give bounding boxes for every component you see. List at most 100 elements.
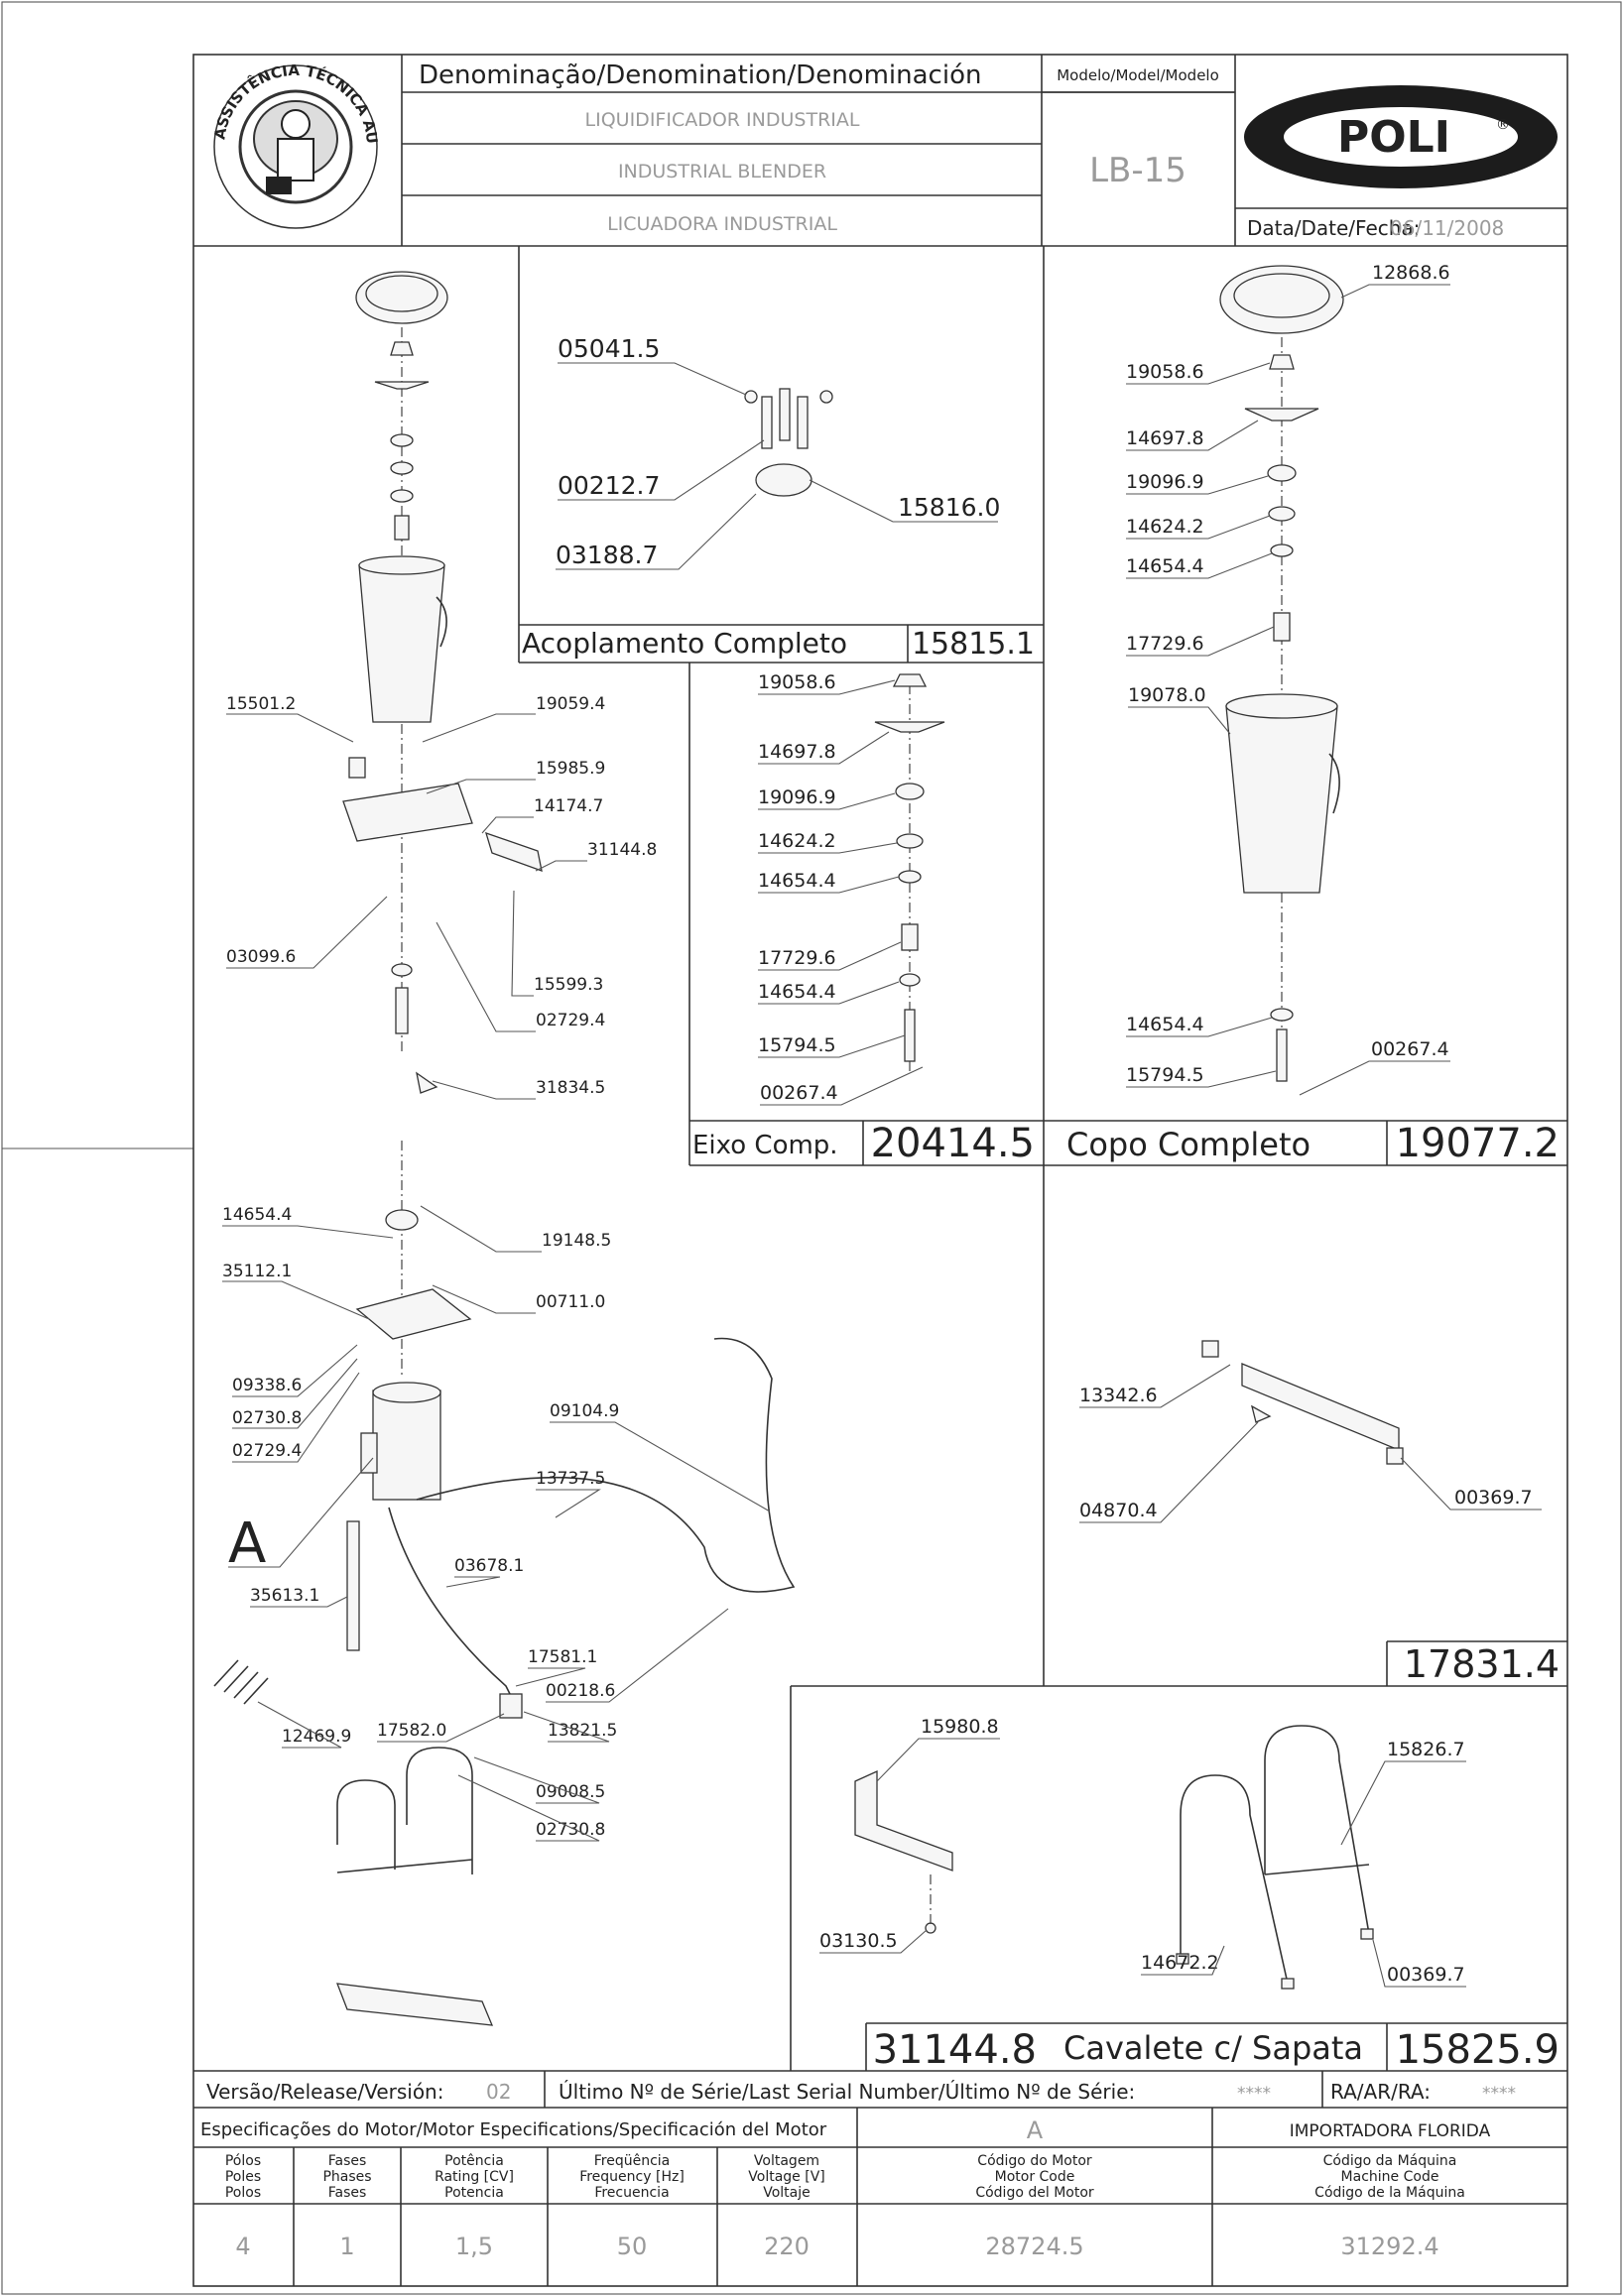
rating-value: 1,5 xyxy=(455,2233,493,2260)
label-cup-14624-2: 14624.2 xyxy=(1126,516,1204,538)
drawing-frame xyxy=(192,54,1568,2287)
label-00711-0: 00711.0 xyxy=(536,1292,605,1312)
label-00369-7: 00369.7 xyxy=(1454,1487,1533,1509)
motor-code-value: 28724.5 xyxy=(985,2233,1083,2260)
mechanic-body xyxy=(277,138,314,181)
label-35112-1: 35112.1 xyxy=(222,1262,292,1281)
label-00369-7-b: 00369.7 xyxy=(1387,1964,1465,1986)
importer-name: IMPORTADORA FLORIDA xyxy=(1290,2121,1491,2141)
label-15985-9: 15985.9 xyxy=(536,759,605,779)
col-phases-l2: Phases xyxy=(322,2169,371,2185)
coupling-disc xyxy=(755,463,812,497)
spec-values: 4 1 1,5 50 220 28724.5 31292.4 xyxy=(235,2233,1438,2260)
name-en: INDUSTRIAL BLENDER xyxy=(618,161,826,182)
version-value: 02 xyxy=(486,2080,511,2104)
label-19059-4: 19059.4 xyxy=(536,694,605,714)
serial-value: **** xyxy=(1237,2084,1271,2104)
ra-value: **** xyxy=(1482,2084,1516,2104)
name-es: LICUADORA INDUSTRIAL xyxy=(607,213,837,235)
label-cup-14697-8: 14697.8 xyxy=(1126,427,1204,449)
cup-body xyxy=(1225,705,1338,894)
main-callouts: 15501.2 19059.4 15985.9 14174.7 31144.8 … xyxy=(222,694,771,1842)
label-03188-7: 03188.7 xyxy=(556,541,658,569)
assistance-seal: ASSISTÊNCIA TÉCNICA AUTORIZADA xyxy=(0,0,381,229)
col-machine-code-l3: Código de la Máquina xyxy=(1314,2185,1465,2201)
col-machine-code-l1: Código da Máquina xyxy=(1323,2153,1457,2169)
voltage-value: 220 xyxy=(764,2233,810,2260)
brand-name: POLI xyxy=(1337,112,1450,163)
label-04870-4: 04870.4 xyxy=(1079,1500,1158,1521)
col-voltage-l3: Voltaje xyxy=(763,2185,811,2201)
shaft-drawing xyxy=(874,673,945,1071)
coupling-callouts: 05041.5 00212.7 15816.0 03188.7 xyxy=(556,334,1000,570)
stand-crossbar xyxy=(336,1983,494,2026)
denomination-label: Denominação/Denomination/Denominación xyxy=(419,60,981,90)
label-31834-5: 31834.5 xyxy=(536,1078,605,1098)
label-14654-4: 14654.4 xyxy=(222,1205,292,1225)
spec-columns: Pólos Poles Polos Fases Phases Fases Pot… xyxy=(225,2153,1465,2201)
label-shaft-15794-5: 15794.5 xyxy=(758,1034,836,1056)
col-frequency-l3: Frecuencia xyxy=(594,2185,669,2201)
label-19148-5: 19148.5 xyxy=(542,1231,611,1251)
frequency-value: 50 xyxy=(617,2233,648,2260)
label-13342-6: 13342.6 xyxy=(1079,1385,1158,1406)
col-phases-l1: Fases xyxy=(328,2153,367,2169)
col-poles-l2: Poles xyxy=(225,2169,261,2185)
stand-title: Cavalete c/ Sapata xyxy=(1063,2029,1363,2067)
title-block xyxy=(193,55,1567,247)
shaft-code: 20414.5 xyxy=(871,1121,1035,1166)
panel-frames xyxy=(518,246,1567,2071)
motor xyxy=(372,1390,441,1501)
support-bracket xyxy=(485,831,543,873)
model-label: Modelo/Model/Modelo xyxy=(1057,66,1219,84)
col-rating-l2: Rating [CV] xyxy=(435,2169,514,2185)
bracket-callouts: 15980.8 03130.5 xyxy=(819,1716,1000,1954)
label-cup-19058-6: 19058.6 xyxy=(1126,361,1204,383)
label-cup-12868-6: 12868.6 xyxy=(1372,262,1450,284)
label-17581-1: 17581.1 xyxy=(528,1647,597,1667)
coupling-title: Acoplamento Completo xyxy=(522,627,847,660)
label-shaft-14624-2: 14624.2 xyxy=(758,830,836,852)
label-35613-1: 35613.1 xyxy=(250,1586,319,1606)
bracket-drawing xyxy=(854,1769,953,1934)
machine-code-value: 31292.4 xyxy=(1340,2233,1438,2260)
blade xyxy=(374,381,430,390)
label-15826-7: 15826.7 xyxy=(1387,1739,1465,1760)
col-poles-l3: Polos xyxy=(225,2185,261,2201)
crossbar-callouts: 13342.6 04870.4 00369.7 xyxy=(1079,1364,1542,1523)
crossbar-code: 17831.4 xyxy=(1404,1642,1560,1686)
poli-logo: POLI ® xyxy=(1244,85,1558,188)
cup-code: 19077.2 xyxy=(1396,1121,1560,1166)
label-shaft-19058-6: 19058.6 xyxy=(758,671,836,693)
label-cup-17729-6: 17729.6 xyxy=(1126,633,1204,655)
cup-title: Copo Completo xyxy=(1066,1126,1311,1163)
power-cord xyxy=(416,1337,796,1593)
brand-registered-mark: ® xyxy=(1496,117,1510,133)
bracket-code: 31144.8 xyxy=(873,2027,1037,2073)
label-05041-5: 05041.5 xyxy=(558,334,660,363)
stand-drawing xyxy=(1176,1725,1374,1990)
ra-label: RA/AR/RA: xyxy=(1330,2080,1431,2104)
label-shaft-00267-4: 00267.4 xyxy=(760,1082,838,1104)
shaft-callouts: 19058.6 14697.8 19096.9 14624.2 14654.4 … xyxy=(758,671,924,1106)
motor-base-block xyxy=(342,783,473,842)
mechanic-head xyxy=(281,109,311,139)
label-03130-5: 03130.5 xyxy=(819,1930,898,1952)
col-motor-code-l3: Código del Motor xyxy=(975,2185,1094,2201)
col-voltage-l1: Voltagem xyxy=(754,2153,819,2169)
rod xyxy=(346,1520,360,1651)
label-shaft-14654-4-b: 14654.4 xyxy=(758,981,836,1003)
col-frequency-l1: Freqüência xyxy=(594,2153,671,2169)
label-shaft-17729-6: 17729.6 xyxy=(758,947,836,969)
label-02730-8-b: 02730.8 xyxy=(536,1820,605,1840)
col-frequency-l2: Frequency [Hz] xyxy=(579,2169,685,2185)
stand-code: 15825.9 xyxy=(1396,2027,1560,2073)
shaft-title: Eixo Comp. xyxy=(692,1131,838,1160)
label-cup-14654-4-b: 14654.4 xyxy=(1126,1014,1204,1035)
col-rating-l1: Potência xyxy=(444,2153,504,2169)
col-machine-code-l2: Machine Code xyxy=(1341,2169,1439,2185)
cup xyxy=(358,564,445,723)
stand-frame xyxy=(336,1779,396,1870)
label-motor-A: A xyxy=(228,1511,266,1576)
